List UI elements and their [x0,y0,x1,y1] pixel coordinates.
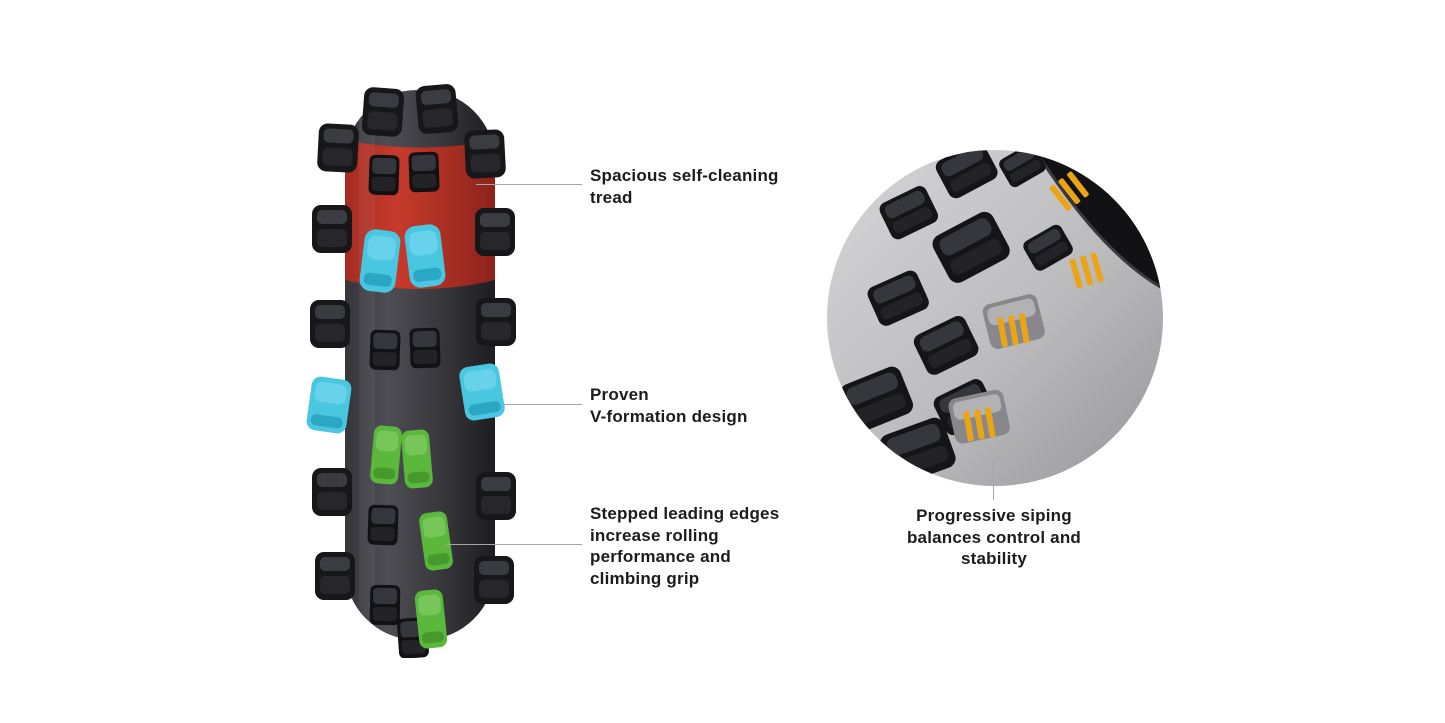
callout-label-v-formation: Proven V-formation design [590,385,748,426]
tread-detail-inset [827,150,1163,486]
callout-label-stepped-edges: Stepped leading edges increase rolling p… [590,504,780,588]
callout-line-self-cleaning [476,184,582,185]
tire-illustration [305,83,516,658]
callout-label-progressive-siping: Progressive siping balances control and … [906,506,1082,568]
callout-label-self-cleaning: Spacious self-cleaning tread [590,166,779,207]
callout-line-v-formation [502,404,582,405]
callout-line-stepped-edges [446,544,582,545]
callout-line-progressive-siping [993,458,994,500]
